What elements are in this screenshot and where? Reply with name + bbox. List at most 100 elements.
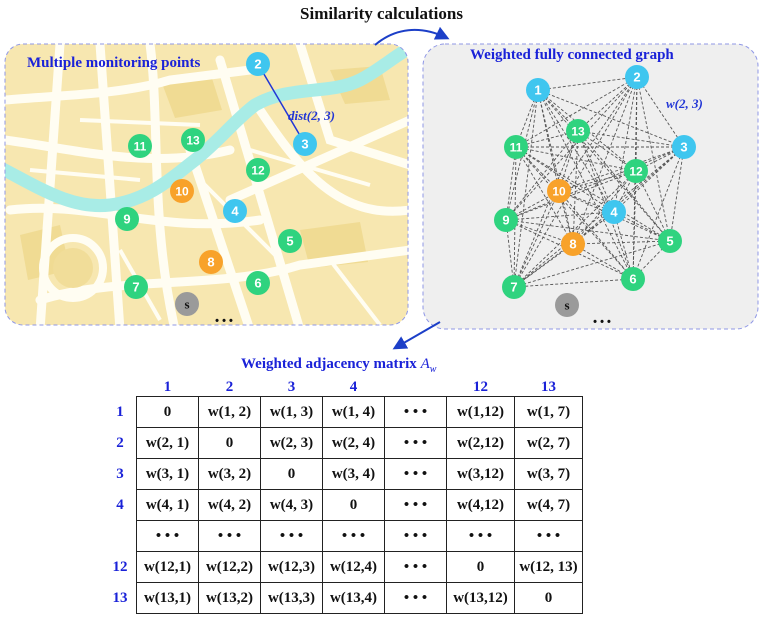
- graph-node-1: 1: [526, 78, 550, 102]
- graph-panel: [422, 43, 759, 330]
- weight-label: w(2, 3): [666, 96, 703, 111]
- svg-text:4: 4: [610, 205, 618, 220]
- svg-text:3: 3: [301, 137, 308, 152]
- matrix-cell: w(4,12): [446, 489, 515, 521]
- svg-text:9: 9: [502, 213, 509, 228]
- matrix-cell: w(13,1): [136, 582, 199, 614]
- map-node-11: 11: [128, 134, 152, 158]
- graph-edge: [537, 89, 615, 213]
- svg-text:3: 3: [680, 140, 687, 155]
- matrix-corner: [104, 378, 137, 397]
- graph-ellipsis: • • •: [593, 316, 611, 328]
- map-node-s: s: [175, 292, 199, 316]
- matrix-col-header: 13: [541, 378, 556, 395]
- matrix-cell: 0: [198, 427, 261, 459]
- matrix-cell: • • •: [136, 520, 199, 552]
- graph-edge: [505, 146, 517, 221]
- matrix-row-header: 1: [116, 403, 124, 420]
- similarity-arrow: [374, 26, 450, 46]
- graph-edge: [613, 76, 638, 213]
- svg-text:13: 13: [186, 134, 200, 148]
- graph-edge: [515, 146, 634, 280]
- svg-text:4: 4: [231, 204, 239, 219]
- graph-edge: [513, 190, 560, 288]
- matrix-row-header: 4: [116, 496, 124, 513]
- matrix-cell: w(1,12): [446, 396, 515, 428]
- matrix-cell: 0: [322, 489, 385, 521]
- matrix-cell: w(2,12): [446, 427, 515, 459]
- graph-edge: [505, 170, 637, 221]
- matrix-cell: • • •: [384, 458, 447, 490]
- svg-text:2: 2: [633, 70, 640, 85]
- graph-edge: [572, 240, 671, 245]
- matrix-cell: w(4, 1): [136, 489, 199, 521]
- matrix-cell: • • •: [446, 520, 515, 552]
- matrix-cell: w(3, 2): [198, 458, 261, 490]
- svg-text:10: 10: [175, 185, 189, 199]
- svg-text:9: 9: [123, 212, 130, 227]
- matrix-cell: • • •: [384, 551, 447, 583]
- matrix-cell: w(12, 13): [514, 551, 583, 583]
- similarity-title: Similarity calculations: [300, 4, 463, 23]
- graph-edge: [505, 130, 579, 221]
- matrix-cell: 0: [446, 551, 515, 583]
- graph-edge: [513, 146, 685, 288]
- matrix-cell: w(1, 7): [514, 396, 583, 428]
- matrix-cell: 0: [514, 582, 583, 614]
- graph-edge: [558, 146, 685, 192]
- matrix-row: 12 w(12,1) w(12,2) w(12,3) w(12,4) • • •…: [104, 551, 583, 583]
- matrix-cell: w(2, 3): [260, 427, 323, 459]
- adjacency-matrix: 1 2 3 4 12 13 1 0 w(1, 2) w(1, 3) w(1, 4…: [104, 378, 583, 614]
- matrix-row-header: 12: [112, 558, 128, 575]
- graph-edge: [572, 170, 637, 245]
- svg-text:7: 7: [132, 280, 139, 295]
- matrix-cell: w(4, 3): [260, 489, 323, 521]
- matrix-cell: 0: [136, 396, 199, 428]
- svg-text:1: 1: [534, 83, 541, 98]
- matrix-cell: w(2, 1): [136, 427, 199, 459]
- map-nodes: 2 3 4 11 13 12 9 5: [115, 52, 317, 316]
- map-node-3: 3: [293, 132, 317, 156]
- matrix-title-symbol: A: [420, 356, 430, 372]
- graph-edge: [515, 146, 574, 245]
- matrix-cell: • • •: [384, 427, 447, 459]
- graph-node-6: 6: [621, 267, 645, 291]
- matrix-row: 13 w(13,1) w(13,2) w(13,3) w(13,4) • • •…: [104, 582, 583, 614]
- graph-node-4: 4: [602, 200, 626, 224]
- matrix-cell: w(2, 4): [322, 427, 385, 459]
- graph-edge: [577, 130, 671, 242]
- graph-edge: [505, 76, 638, 221]
- svg-text:12: 12: [629, 165, 643, 179]
- matrix-cell: w(13,4): [322, 582, 385, 614]
- matrix-row-header: 3: [116, 465, 124, 482]
- matrix-cell: • • •: [384, 582, 447, 614]
- map-panel: [4, 43, 409, 326]
- matrix-row: 3 w(3, 1) w(3, 2) 0 w(3, 4) • • • w(3,12…: [104, 458, 583, 490]
- map-node-7: 7: [124, 275, 148, 299]
- matrix-col-header: 12: [473, 378, 488, 395]
- matrix-cell: w(1, 2): [198, 396, 261, 428]
- matrix-col-header: 3: [287, 378, 296, 395]
- svg-text:6: 6: [629, 272, 636, 287]
- graph-edge: [513, 89, 539, 288]
- map-node-13: 13: [181, 128, 205, 152]
- matrix-col-header: 2: [225, 378, 234, 395]
- graph-node-10: 10: [547, 179, 571, 203]
- svg-text:10: 10: [552, 185, 566, 199]
- svg-text:s: s: [564, 298, 569, 313]
- svg-text:6: 6: [254, 276, 261, 291]
- graph-node-8: 8: [561, 232, 585, 256]
- matrix-arrow: [392, 321, 441, 350]
- graph-edge: [635, 146, 685, 172]
- map-node-8: 8: [199, 250, 223, 274]
- graph-edge: [632, 170, 637, 280]
- matrix-header-row: 1 2 3 4 12 13: [104, 378, 583, 397]
- graph-edge: [636, 76, 671, 242]
- matrix-row-header: [104, 521, 137, 552]
- graph-node-11: 11: [504, 135, 528, 159]
- matrix-cell: • • •: [384, 489, 447, 521]
- matrix-col-header: 1: [163, 378, 172, 395]
- svg-text:8: 8: [207, 255, 214, 270]
- graph-edge: [537, 76, 638, 91]
- matrix-cell: • • •: [260, 520, 323, 552]
